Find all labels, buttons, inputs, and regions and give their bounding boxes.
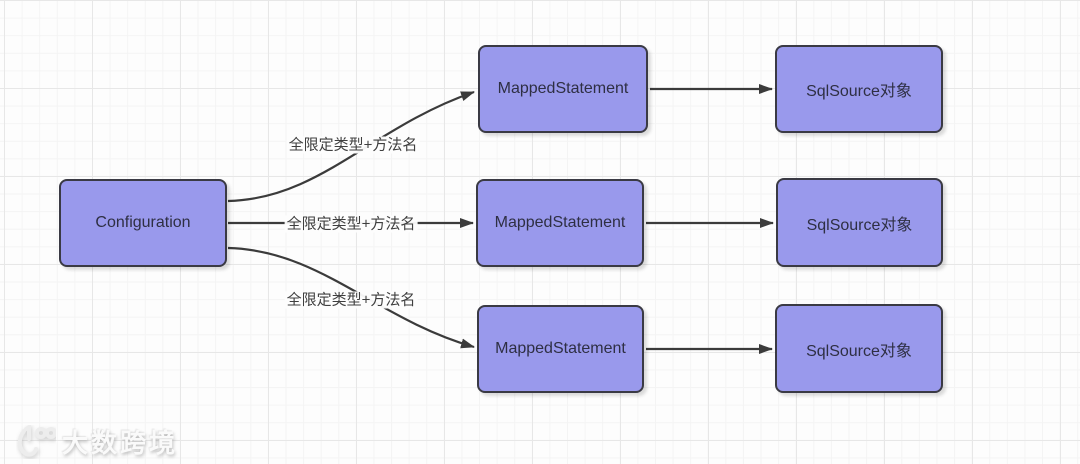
node-mapped-statement-2[interactable]: MappedStatement [476, 179, 644, 267]
node-mapped-statement-1[interactable]: MappedStatement [478, 45, 648, 133]
node-mapped-statement-3[interactable]: MappedStatement [477, 305, 644, 393]
edge-label-config-to-ms2: 全限定类型+方法名 [284, 215, 418, 233]
watermark-text: 大数跨境 [62, 428, 179, 458]
edge-label-config-to-ms3: 全限定类型+方法名 [284, 291, 418, 309]
node-configuration[interactable]: Configuration [59, 179, 227, 267]
brand-logo-icon [17, 424, 56, 457]
node-sql-source-1[interactable]: SqlSource对象 [775, 45, 943, 133]
node-sql-source-2[interactable]: SqlSource对象 [776, 178, 943, 267]
node-sql-source-3[interactable]: SqlSource对象 [775, 304, 943, 393]
watermark: 大数跨境 [16, 423, 178, 460]
edge-label-config-to-ms1: 全限定类型+方法名 [286, 136, 420, 154]
